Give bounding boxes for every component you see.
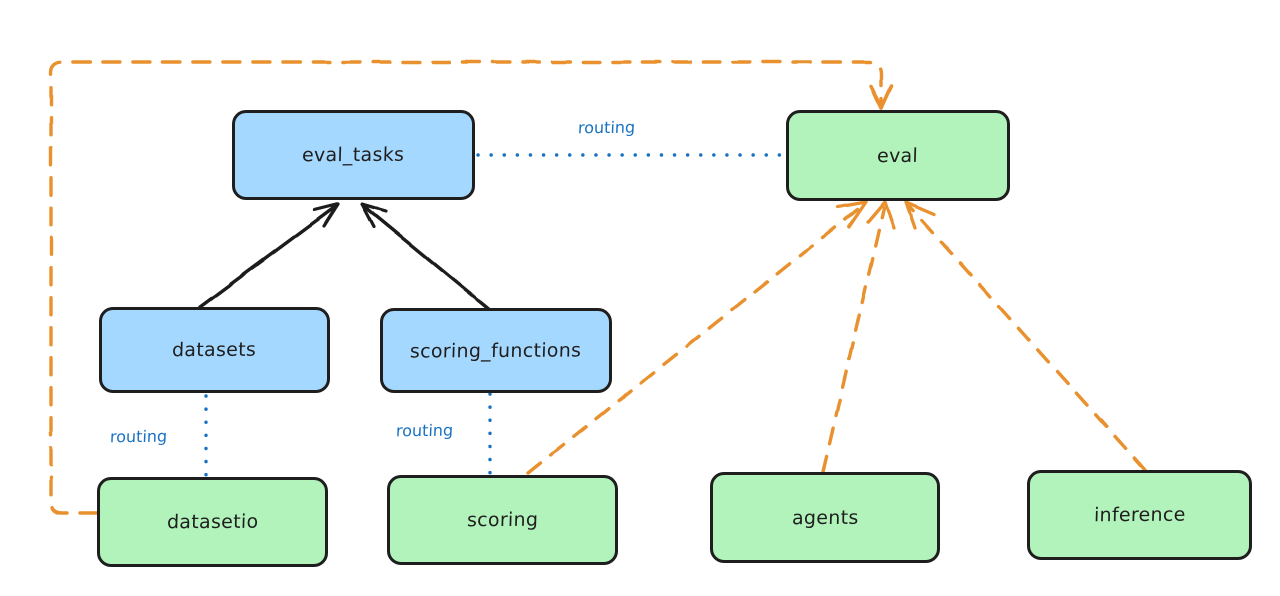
edge-scoring_functions-eval_tasks [360,202,490,310]
node-datasets[interactable]: datasets [99,307,330,393]
node-datasetio[interactable]: datasetio [97,477,328,567]
node-scoring-functions[interactable]: scoring_functions [380,308,612,393]
node-label: eval_tasks [302,143,405,167]
edge-agents-eval [821,200,896,474]
node-label: scoring [466,508,539,532]
edge-label-routing-top: routing [577,117,636,138]
edge-label-routing-left: routing [109,426,168,447]
node-eval-tasks[interactable]: eval_tasks [232,110,475,200]
edge-label-routing-middle: routing [395,420,454,441]
node-label: eval [877,144,919,167]
node-agents[interactable]: agents [710,472,940,563]
edge-inference-eval [904,200,1147,472]
node-scoring[interactable]: scoring [387,475,618,565]
node-label: inference [1093,503,1186,527]
node-inference[interactable]: inference [1027,470,1252,560]
node-label: datasetio [166,510,259,534]
edge-datasets-eval_tasks [198,202,340,309]
node-label: scoring_functions [410,338,582,363]
node-label: agents [791,506,859,529]
node-eval[interactable]: eval [786,110,1010,201]
node-label: datasets [172,338,257,362]
